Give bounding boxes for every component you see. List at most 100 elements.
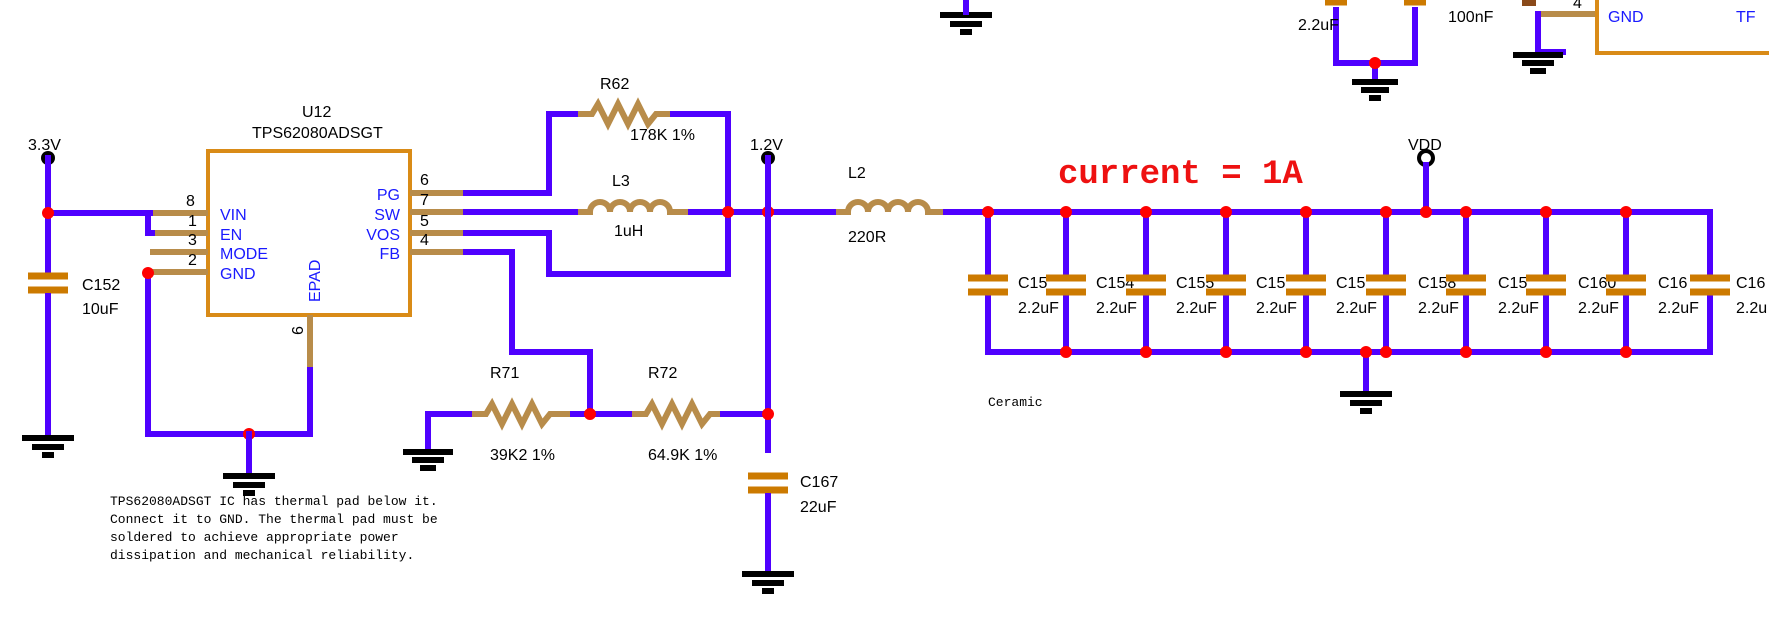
inductor-l3 (578, 199, 688, 215)
net-label-1v2: 1.2V (750, 137, 783, 154)
c152-ref: C152 (82, 277, 120, 294)
capacitor-c152 (28, 272, 68, 294)
net-gnd-top: GND (1608, 9, 1644, 26)
pin-number: 4 (420, 232, 429, 249)
cap-bank-value: 2.2uF (1096, 300, 1137, 317)
net-label-3v3: 3.3V (28, 137, 61, 154)
top-partial-section: 2.2uF 100nF 4 GND TF (940, 0, 1769, 101)
junction-dot (1060, 206, 1072, 218)
pin-number: 3 (188, 232, 197, 249)
cap-bank-7[interactable]: C160 2.2uF (1526, 206, 1619, 358)
r71-ref: R71 (490, 365, 519, 382)
junction-dot (1369, 57, 1381, 69)
cap-bank-ref: C15 (1018, 275, 1047, 292)
wire (463, 111, 581, 196)
junction-dot (1300, 206, 1312, 218)
capacitor-symbol (1286, 274, 1326, 296)
l2-ref: L2 (848, 165, 866, 182)
r71-value: 39K2 1% (490, 447, 555, 464)
cap-bank-0[interactable]: C15 2.2uF (968, 206, 1059, 355)
junction-dot (722, 206, 734, 218)
resistor-r62 (578, 97, 670, 131)
cap-bank-ref: C16 (1736, 275, 1765, 292)
r62-ref: R62 (600, 76, 629, 93)
input-3v3-section: 3.3V C152 10uF (22, 137, 155, 458)
vdd-rail-section: current = 1A VDD Ceramic C15 2.2uF C154 … (943, 137, 1767, 414)
pin-number: 6 (420, 172, 429, 189)
junction-dot (1540, 206, 1552, 218)
wire (1333, 7, 1418, 66)
junction-dot (1060, 346, 1072, 358)
cap-bank-ref: C15 (1336, 275, 1365, 292)
junction-dot (1460, 346, 1472, 358)
capacitor-symbol (1606, 274, 1646, 296)
cap-bank-value: 2.2uF (1176, 300, 1217, 317)
inductor-l2-group: L2 220R (836, 165, 946, 246)
cap-bank-4[interactable]: C15 2.2uF (1286, 206, 1377, 358)
c167-value: 22uF (800, 499, 837, 516)
junction-dot (1620, 346, 1632, 358)
pin-name: FB (380, 246, 400, 263)
wire (463, 111, 731, 277)
cap-bank-ref: C16 (1658, 275, 1687, 292)
note-line: dissipation and mechanical reliability. (110, 548, 414, 563)
junction-dot (42, 207, 54, 219)
junction-dot (1220, 206, 1232, 218)
pin-number-top: 4 (1573, 0, 1582, 12)
current-annotation: current = 1A (1058, 156, 1303, 194)
pin-name: PG (377, 187, 400, 204)
ic-body-partial-right (1595, 0, 1769, 55)
cap-label-top: 2.2uF (1298, 17, 1339, 34)
r72-value: 64.9K 1% (648, 447, 717, 464)
ground-symbol (223, 473, 275, 496)
pin-number: 5 (420, 213, 429, 230)
cap-bank-3[interactable]: C15 2.2uF (1206, 206, 1297, 358)
cap-bank-value: 2.2uF (1498, 300, 1539, 317)
r62-value: 178K 1% (630, 127, 695, 144)
cap-bank-ref: C15 (1256, 275, 1285, 292)
capacitor-symbol (1526, 274, 1566, 296)
junction-dot (1540, 346, 1552, 358)
junction-dot (1460, 206, 1472, 218)
pin-number: 2 (188, 252, 197, 269)
pin-name: SW (374, 207, 401, 224)
wire (463, 249, 593, 417)
junction-dot (982, 206, 994, 218)
cap-bank-6[interactable]: C15 2.2uF (1446, 206, 1539, 358)
capacitor-symbol (1126, 274, 1166, 296)
cap-bank-value: 2.2uF (1336, 300, 1377, 317)
cap-bank-1[interactable]: C154 2.2uF (1046, 206, 1137, 358)
wire (145, 210, 155, 236)
pin-number: 7 (420, 192, 429, 209)
cap-bank-9[interactable]: C16 2.2u (1690, 209, 1767, 355)
cap-bank-value: 2.2u (1736, 300, 1767, 317)
cap-bank-8[interactable]: C16 2.2uF (1606, 206, 1699, 358)
wire (1535, 11, 1566, 55)
cap-bank-value: 2.2uF (1418, 300, 1459, 317)
pin-number: 1 (188, 213, 197, 230)
capacitor-symbol (1046, 274, 1086, 296)
switch-node-section: R62 178K 1% L3 1uH 1.2V R71 39K2 1% R72 … (403, 76, 839, 594)
l3-ref: L3 (612, 173, 630, 190)
resistor-r71 (472, 397, 570, 431)
cap-bank-2[interactable]: C155 2.2uF (1126, 206, 1217, 358)
pin-name: GND (220, 266, 256, 283)
pin-number-epad: 9 (288, 326, 305, 335)
junction-dot (1380, 206, 1392, 218)
pin-name: VOS (366, 227, 400, 244)
resistor-r72 (632, 397, 720, 431)
cap-bank-ref: C154 (1096, 275, 1134, 292)
l3-value: 1uH (614, 223, 643, 240)
junction-dot (1220, 346, 1232, 358)
r72-ref: R72 (648, 365, 677, 382)
ic-u12[interactable]: U12 TPS62080ADSGT 8 1 3 2 VIN EN MODE GN… (150, 104, 466, 370)
c167-ref: C167 (800, 474, 838, 491)
junction-dot (1420, 206, 1432, 218)
thermal-pad-note: TPS62080ADSGT IC has thermal pad below i… (110, 494, 438, 563)
cap-bank-value: 2.2uF (1256, 300, 1297, 317)
junction-dot (1620, 206, 1632, 218)
ic-ref: U12 (302, 104, 331, 121)
wire (145, 269, 313, 437)
junction-dot (1360, 346, 1372, 358)
cap-bank-5[interactable]: C158 2.2uF (1366, 206, 1459, 358)
